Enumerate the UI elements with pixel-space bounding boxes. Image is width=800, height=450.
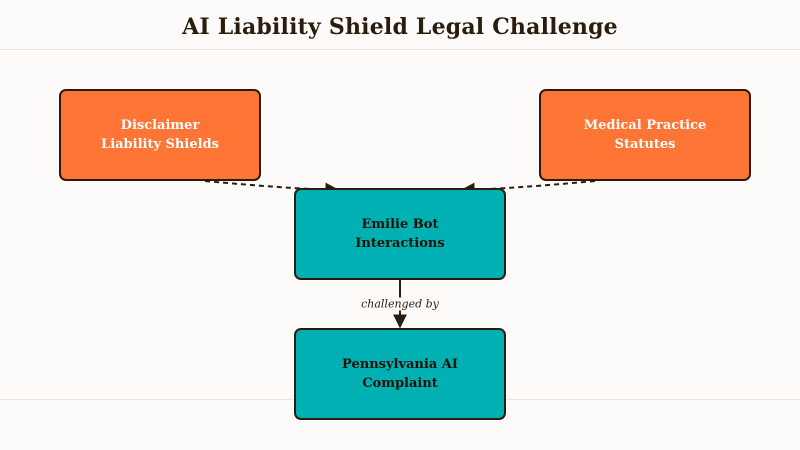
node-disclaimer-liability-shields[interactable]: Disclaimer Liability Shields	[59, 89, 261, 181]
diagram-title: AI Liability Shield Legal Challenge	[182, 14, 618, 40]
node-pennsylvania-ai-complaint[interactable]: Pennsylvania AI Complaint	[294, 328, 506, 420]
node-emilie-bot-interactions[interactable]: Emilie Bot Interactions	[294, 188, 506, 280]
node-medical-practice-statutes[interactable]: Medical Practice Statutes	[539, 89, 751, 181]
edge-label-challenged-by: challenged by	[359, 297, 441, 311]
title-divider	[0, 49, 800, 50]
